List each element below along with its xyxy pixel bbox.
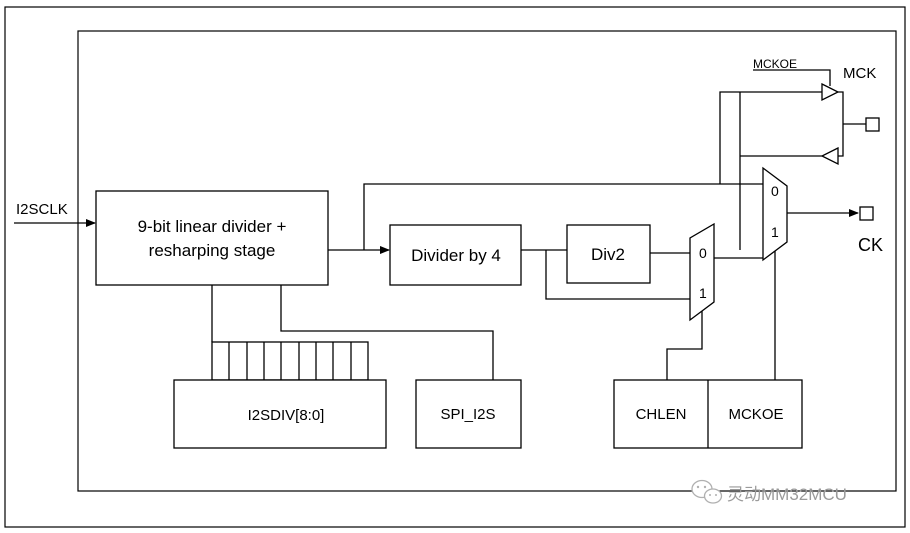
i2sdiv-register	[173, 379, 387, 449]
watermark: 灵动MM32MCU	[691, 479, 847, 504]
i2sdiv-label: I2SDIV[8:0]	[248, 407, 325, 424]
chlen-label: CHLEN	[636, 406, 687, 423]
mck-bus-wire	[838, 91, 844, 157]
mckoe-enable-wire	[753, 69, 831, 86]
mck-label: MCK	[843, 65, 876, 82]
mck-feed-wire	[719, 91, 822, 184]
mux-large-input0-label: 0	[771, 183, 779, 199]
linear-divider-label-line2: resharping stage	[149, 241, 276, 260]
mux-small-input1-label: 1	[699, 285, 707, 301]
divider-by-4-label: Divider by 4	[411, 246, 501, 265]
mux-small-input0-label: 0	[699, 245, 707, 261]
block-boundary	[77, 30, 897, 492]
ck-label: CK	[858, 235, 883, 255]
div2-block	[566, 224, 651, 284]
i2sdiv-bit-cells	[211, 341, 369, 381]
mck-input-buffer	[820, 146, 839, 166]
linear-divider-label-line1: 9-bit linear divider +	[138, 217, 287, 236]
mck-pin	[865, 117, 880, 132]
mux-small	[689, 222, 715, 322]
wechat-icon	[691, 479, 723, 504]
outer-border	[4, 6, 906, 528]
spi-i2s-to-divider-wire	[280, 285, 494, 380]
mck-output-buffer	[821, 82, 840, 102]
spi-i2s-register	[415, 379, 522, 449]
mux-large	[762, 166, 788, 262]
i2sdiv-bit-cell-row	[211, 341, 369, 381]
mckoe-label: MCKOE	[728, 406, 783, 423]
linear-divider-block	[95, 190, 329, 286]
i2sclk-label: I2SCLK	[16, 201, 68, 218]
div2-label: Div2	[591, 245, 625, 264]
div4-to-mux-small-1-wire	[545, 250, 690, 300]
watermark-text: 灵动MM32MCU	[727, 485, 847, 504]
mckoe-control-label: MCKOE	[753, 57, 797, 71]
ck-pin	[859, 206, 874, 221]
divider-by-4-block	[389, 224, 522, 286]
spi-i2s-label: SPI_I2S	[440, 406, 495, 423]
chlen-select-wire	[666, 311, 703, 380]
bypass-to-mux-large-0-wire	[363, 183, 763, 250]
mux-large-input1-label: 1	[771, 224, 779, 240]
